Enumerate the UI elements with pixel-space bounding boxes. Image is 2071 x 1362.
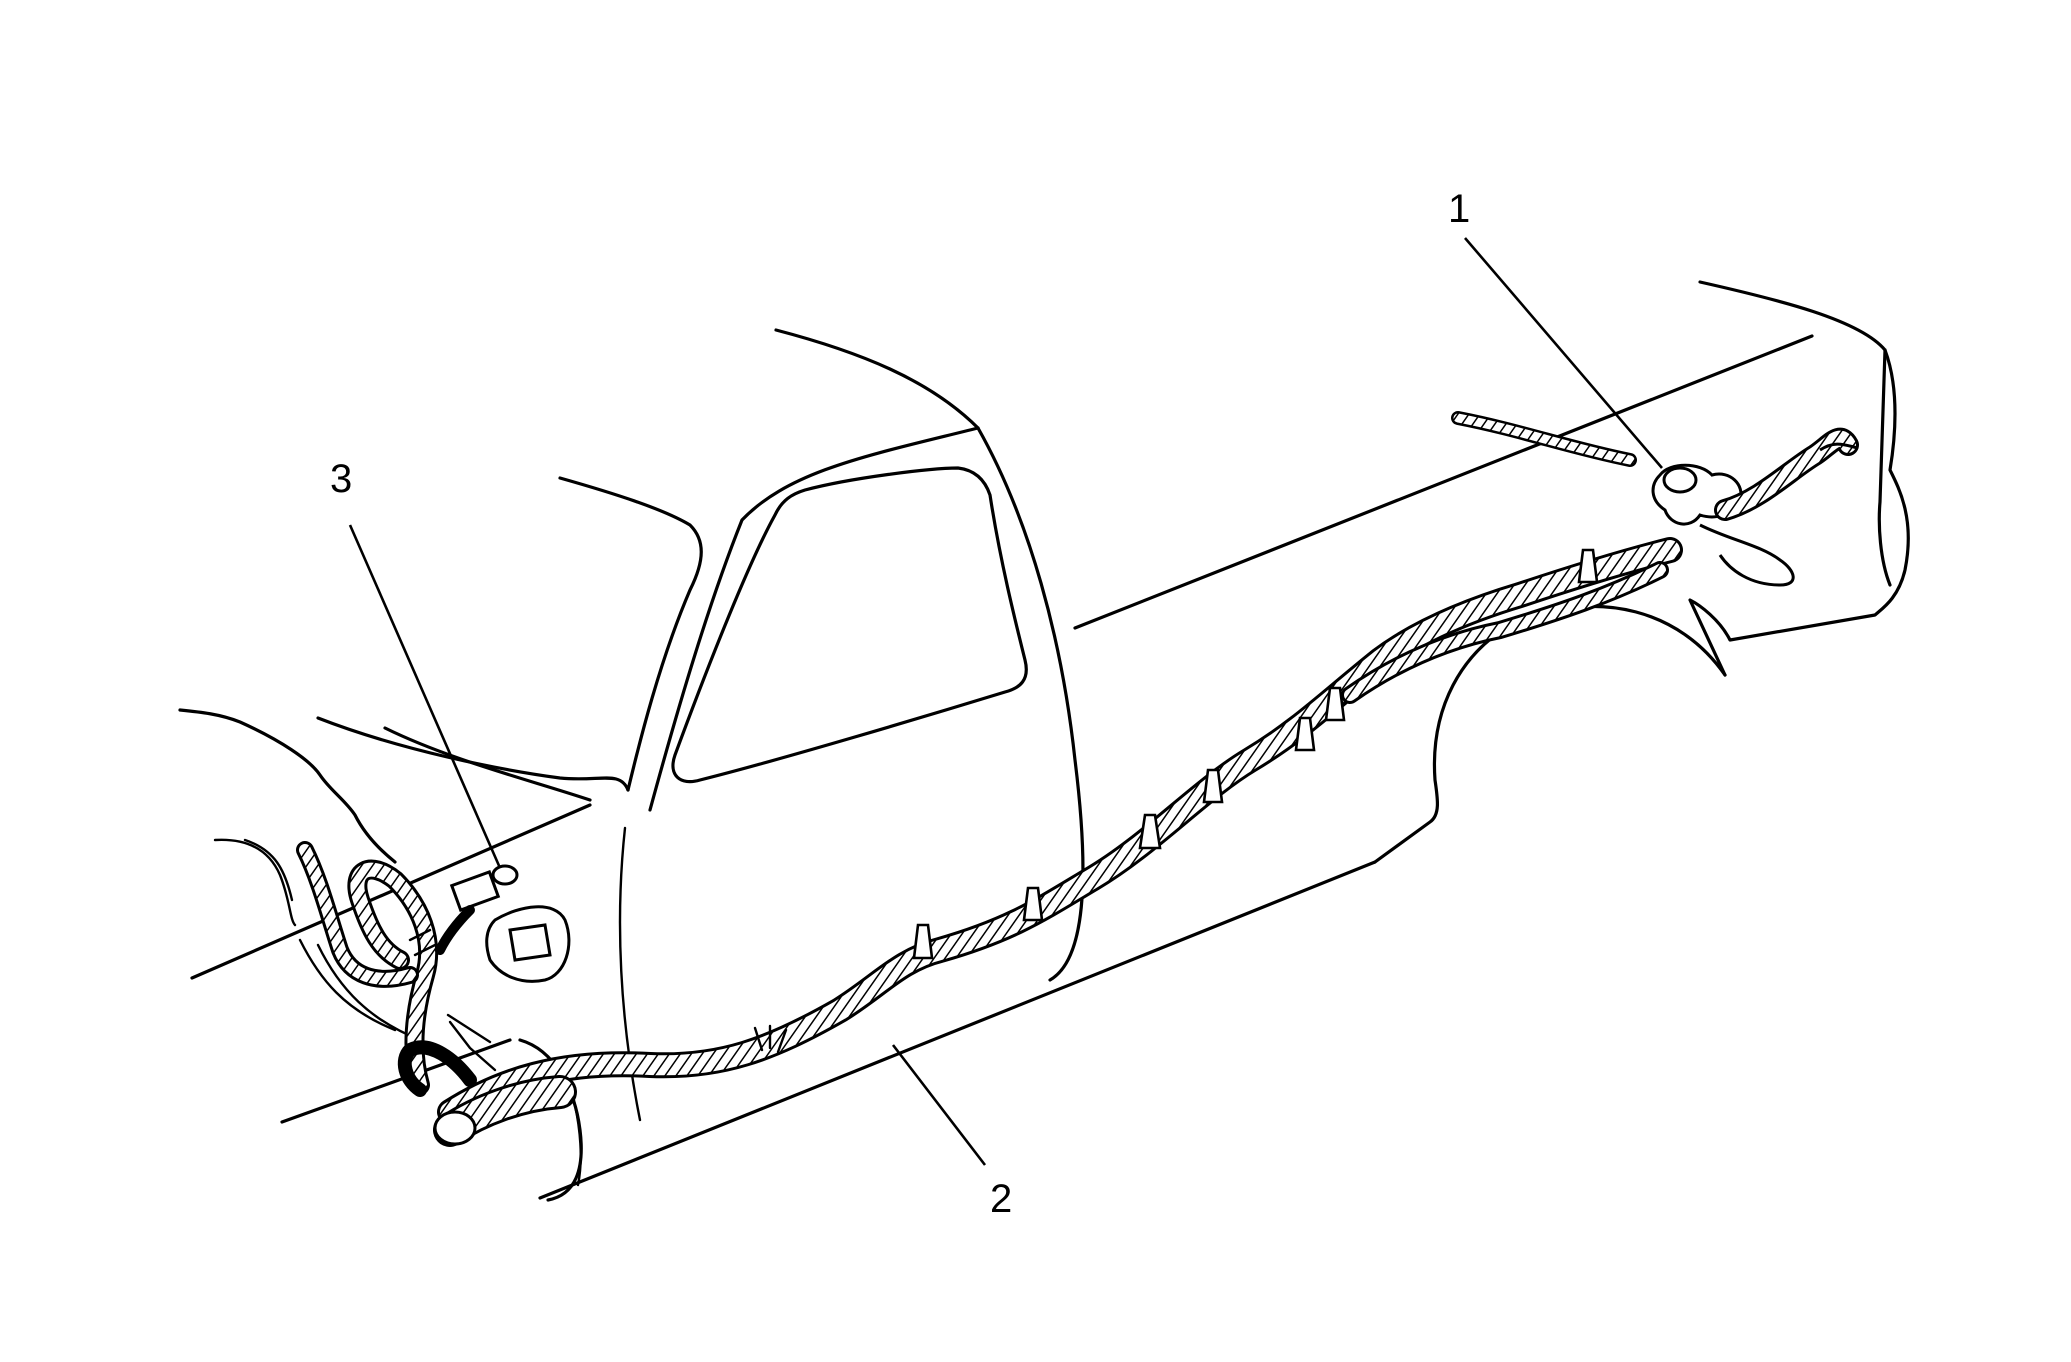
- callout-1: 1: [1448, 187, 1470, 231]
- rear-harness-connector: [1451, 411, 1859, 587]
- leader-lines: [348, 237, 1663, 1166]
- leader-line-3: [348, 524, 502, 869]
- wiring-harness: [296, 537, 1683, 1147]
- leader-line-1: [1464, 237, 1663, 469]
- truck-body-outline: [178, 280, 1910, 1202]
- front-harness-connector: [408, 864, 571, 983]
- harness-clips: [912, 548, 1599, 960]
- callout-2: 2: [990, 1177, 1012, 1221]
- leader-line-2: [891, 1044, 987, 1166]
- callout-3: 3: [330, 457, 352, 501]
